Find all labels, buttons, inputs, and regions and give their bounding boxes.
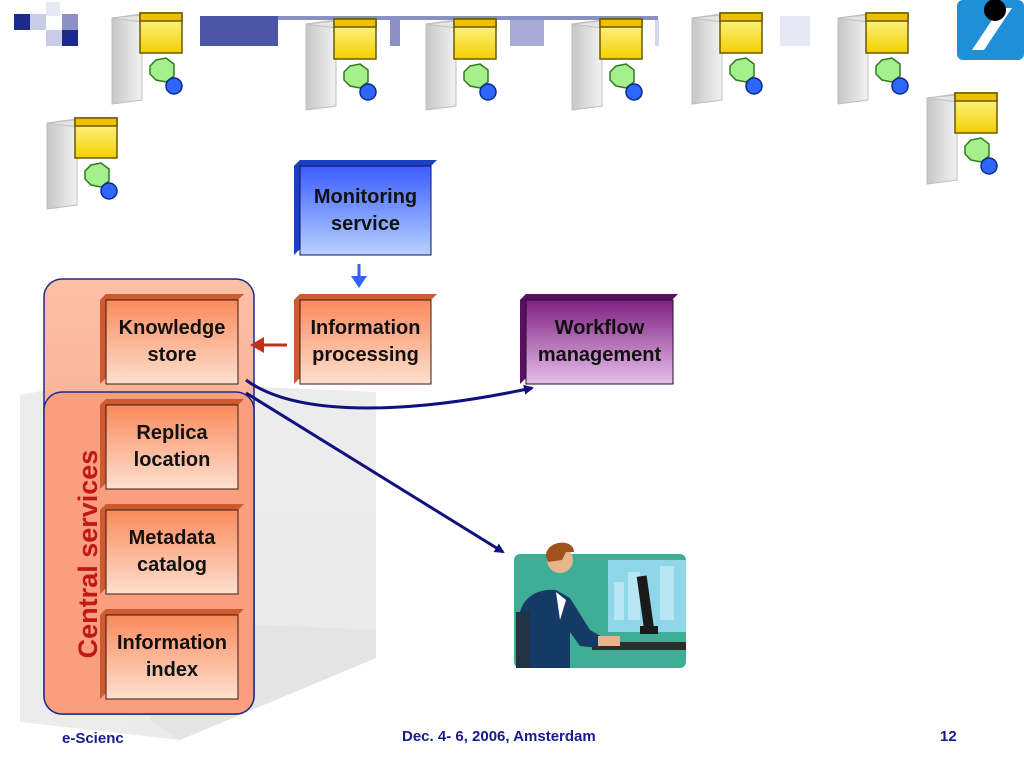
server-node-icon xyxy=(837,12,909,105)
server-node-icon xyxy=(305,18,377,111)
server-node-icon xyxy=(691,12,763,105)
user-at-computer-icon xyxy=(514,542,686,668)
server-node-icon xyxy=(111,12,183,105)
institute-logo-icon xyxy=(957,0,1024,60)
server-node-icon xyxy=(425,18,497,111)
central-services-label: Central services xyxy=(73,449,103,659)
footer-left-text: e-Scienc xyxy=(62,730,124,747)
knowledge-to-workflow-arrow xyxy=(245,378,534,410)
monitoring-service-label: Monitoring service xyxy=(313,185,418,235)
metadata-catalog-label: Metadata catalog xyxy=(128,527,216,576)
workflow-management-label: Workflow management xyxy=(537,317,662,366)
knowledge-store-box xyxy=(100,294,244,385)
workflow-management-box xyxy=(520,294,678,385)
checker-logo-icon xyxy=(14,2,78,46)
knowledge-store-label: Knowledge store xyxy=(118,317,226,366)
server-node-icon xyxy=(926,92,998,185)
header-line xyxy=(278,16,658,20)
monitoring-to-processing-arrow xyxy=(351,264,367,288)
information-index-box xyxy=(100,609,244,700)
monitoring-service-box xyxy=(294,160,437,256)
information-processing-label: Information processing xyxy=(310,317,421,366)
server-node-icon xyxy=(46,117,118,210)
server-node-icon xyxy=(571,18,643,111)
information-processing-box xyxy=(294,294,437,385)
header-bar xyxy=(200,16,278,46)
footer-date: Dec. 4- 6, 2006, Amsterdam xyxy=(402,728,596,745)
replica-location-label: Replica location xyxy=(133,422,211,471)
page-number: 12 xyxy=(940,728,957,745)
replica-location-box xyxy=(100,399,244,490)
metadata-catalog-box xyxy=(100,504,244,595)
knowledge-to-user-arrow xyxy=(245,391,505,554)
information-index-label: Information index xyxy=(117,632,227,681)
processing-to-knowledge-arrow xyxy=(250,337,287,353)
